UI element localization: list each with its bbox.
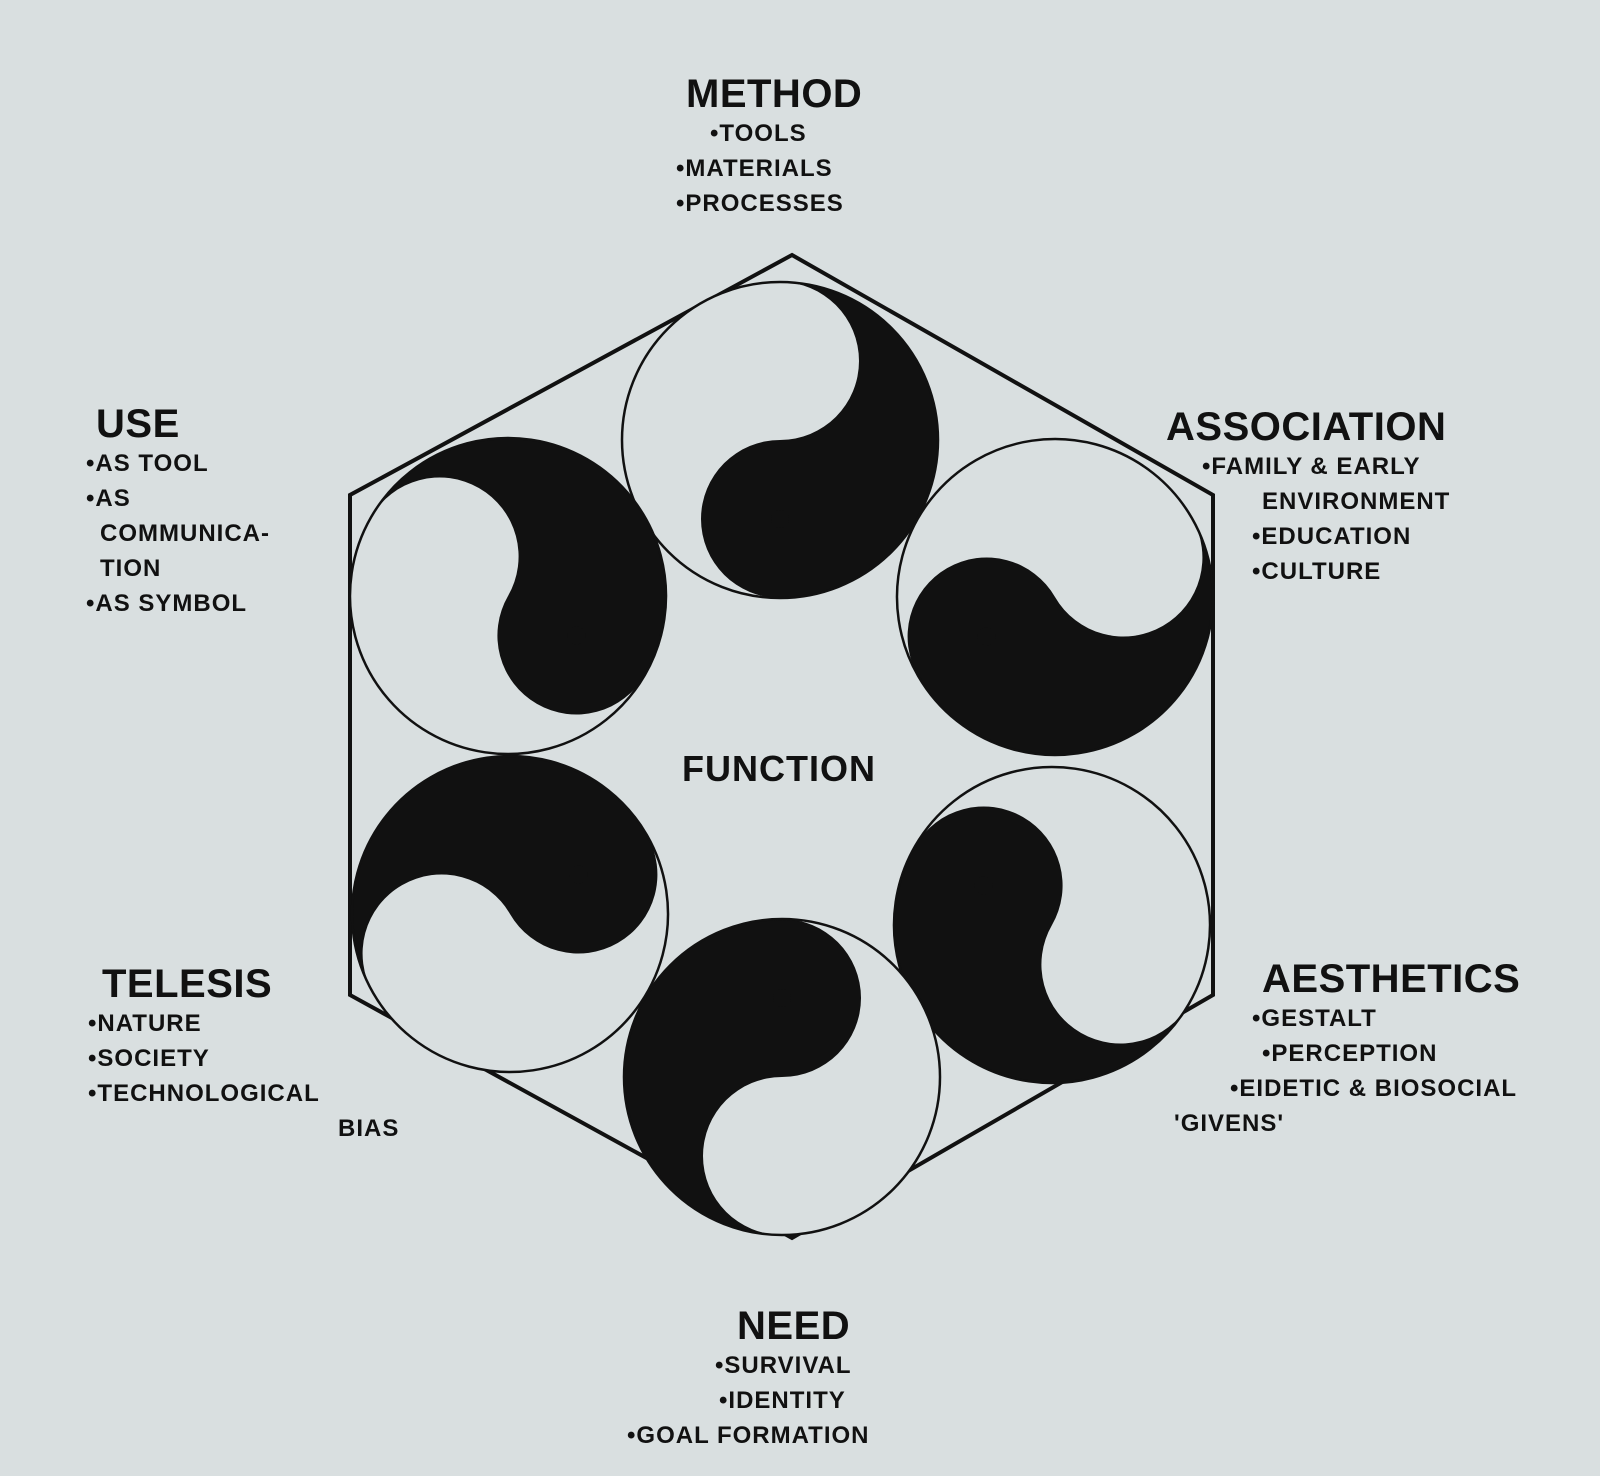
association-item: •EDUCATION	[1252, 523, 1412, 550]
label-telesis: TELESIS •NATURE •SOCIETY •TECHNOLOGICAL …	[88, 962, 399, 1146]
yinyang-dark-half	[371, 438, 666, 715]
yinyang-aesthetics	[892, 765, 1212, 1085]
yinyang-light-dot	[773, 1147, 791, 1165]
yinyang-dark-dot	[567, 626, 586, 645]
use-item: •AS SYMBOL	[86, 590, 248, 617]
yinyang-dark-half	[352, 756, 658, 993]
label-method: METHOD •TOOLS •MATERIALS •PROCESSES	[676, 72, 863, 221]
label-aesthetics: AESTHETICS •GESTALT •PERCEPTION •EIDETIC…	[1174, 957, 1521, 1141]
yinyang-method	[620, 280, 940, 600]
yinyang-light-dot	[432, 944, 451, 963]
need-item: •GOAL FORMATION	[627, 1422, 870, 1449]
telesis-item: •TECHNOLOGICAL	[88, 1080, 320, 1107]
yinyang-outline	[350, 754, 670, 1074]
need-item: •IDENTITY	[719, 1387, 846, 1414]
aesthetics-item: •GESTALT	[1252, 1005, 1377, 1032]
use-item: TION	[100, 555, 162, 582]
telesis-item: BIAS	[338, 1115, 400, 1142]
yinyang-dark-dot	[974, 876, 993, 895]
yinyang-outline	[895, 437, 1215, 757]
telesis-title: TELESIS	[102, 962, 273, 1006]
use-item: COMMUNICA-	[100, 520, 270, 547]
yinyang-use	[348, 436, 668, 756]
association-item: •FAMILY & EARLY	[1202, 453, 1421, 480]
yinyang-dark-half	[701, 282, 938, 598]
yinyang-dark-half	[907, 518, 1213, 755]
aesthetics-title: AESTHETICS	[1262, 957, 1521, 1001]
use-item: •AS TOOL	[86, 450, 209, 477]
yinyang-light-dot	[1111, 955, 1130, 974]
yinyang-outline	[348, 436, 668, 756]
association-item: •CULTURE	[1252, 558, 1382, 585]
use-title: USE	[96, 402, 180, 446]
yinyang-outline	[892, 765, 1212, 1085]
yinyang-light-dot	[430, 547, 449, 566]
hexagon-outline	[348, 252, 1215, 1241]
yinyang-dark-dot	[771, 510, 789, 528]
method-title: METHOD	[686, 72, 863, 116]
method-item: •PROCESSES	[676, 190, 844, 217]
label-need: NEED •SURVIVAL •IDENTITY •GOAL FORMATION	[627, 1304, 870, 1453]
yinyang-dark-dot	[569, 865, 588, 884]
method-item: •MATERIALS	[676, 155, 833, 182]
yinyang-need	[622, 917, 942, 1237]
label-use: USE •AS TOOL •AS COMMUNICA- TION •AS SYM…	[86, 402, 270, 621]
label-association: ASSOCIATION •FAMILY & EARLY ENVIRONMENT …	[1166, 405, 1450, 589]
use-item: •AS	[86, 485, 131, 512]
yinyang-outline	[622, 917, 942, 1237]
yinyang-outline	[620, 280, 940, 600]
aesthetics-item: 'GIVENS'	[1174, 1110, 1285, 1137]
method-item: •TOOLS	[710, 120, 807, 147]
need-title: NEED	[737, 1304, 851, 1348]
telesis-item: •NATURE	[88, 1010, 202, 1037]
association-title: ASSOCIATION	[1166, 405, 1447, 449]
yinyang-dark-dot	[773, 989, 791, 1007]
yinyang-dark-dot	[977, 627, 996, 646]
yinyang-light-dot	[1114, 548, 1133, 567]
yinyang-association	[895, 437, 1215, 757]
telesis-item: •SOCIETY	[88, 1045, 210, 1072]
yinyang-telesis	[350, 754, 670, 1074]
yinyang-light-dot	[771, 352, 789, 370]
aesthetics-item: •PERCEPTION	[1262, 1040, 1438, 1067]
yinyang-dark-half	[894, 806, 1189, 1083]
aesthetics-item: •EIDETIC & BIOSOCIAL	[1230, 1075, 1518, 1102]
association-item: ENVIRONMENT	[1262, 488, 1451, 515]
center-title: FUNCTION	[682, 748, 876, 789]
yinyang-dark-half	[624, 919, 861, 1235]
need-item: •SURVIVAL	[715, 1352, 852, 1379]
